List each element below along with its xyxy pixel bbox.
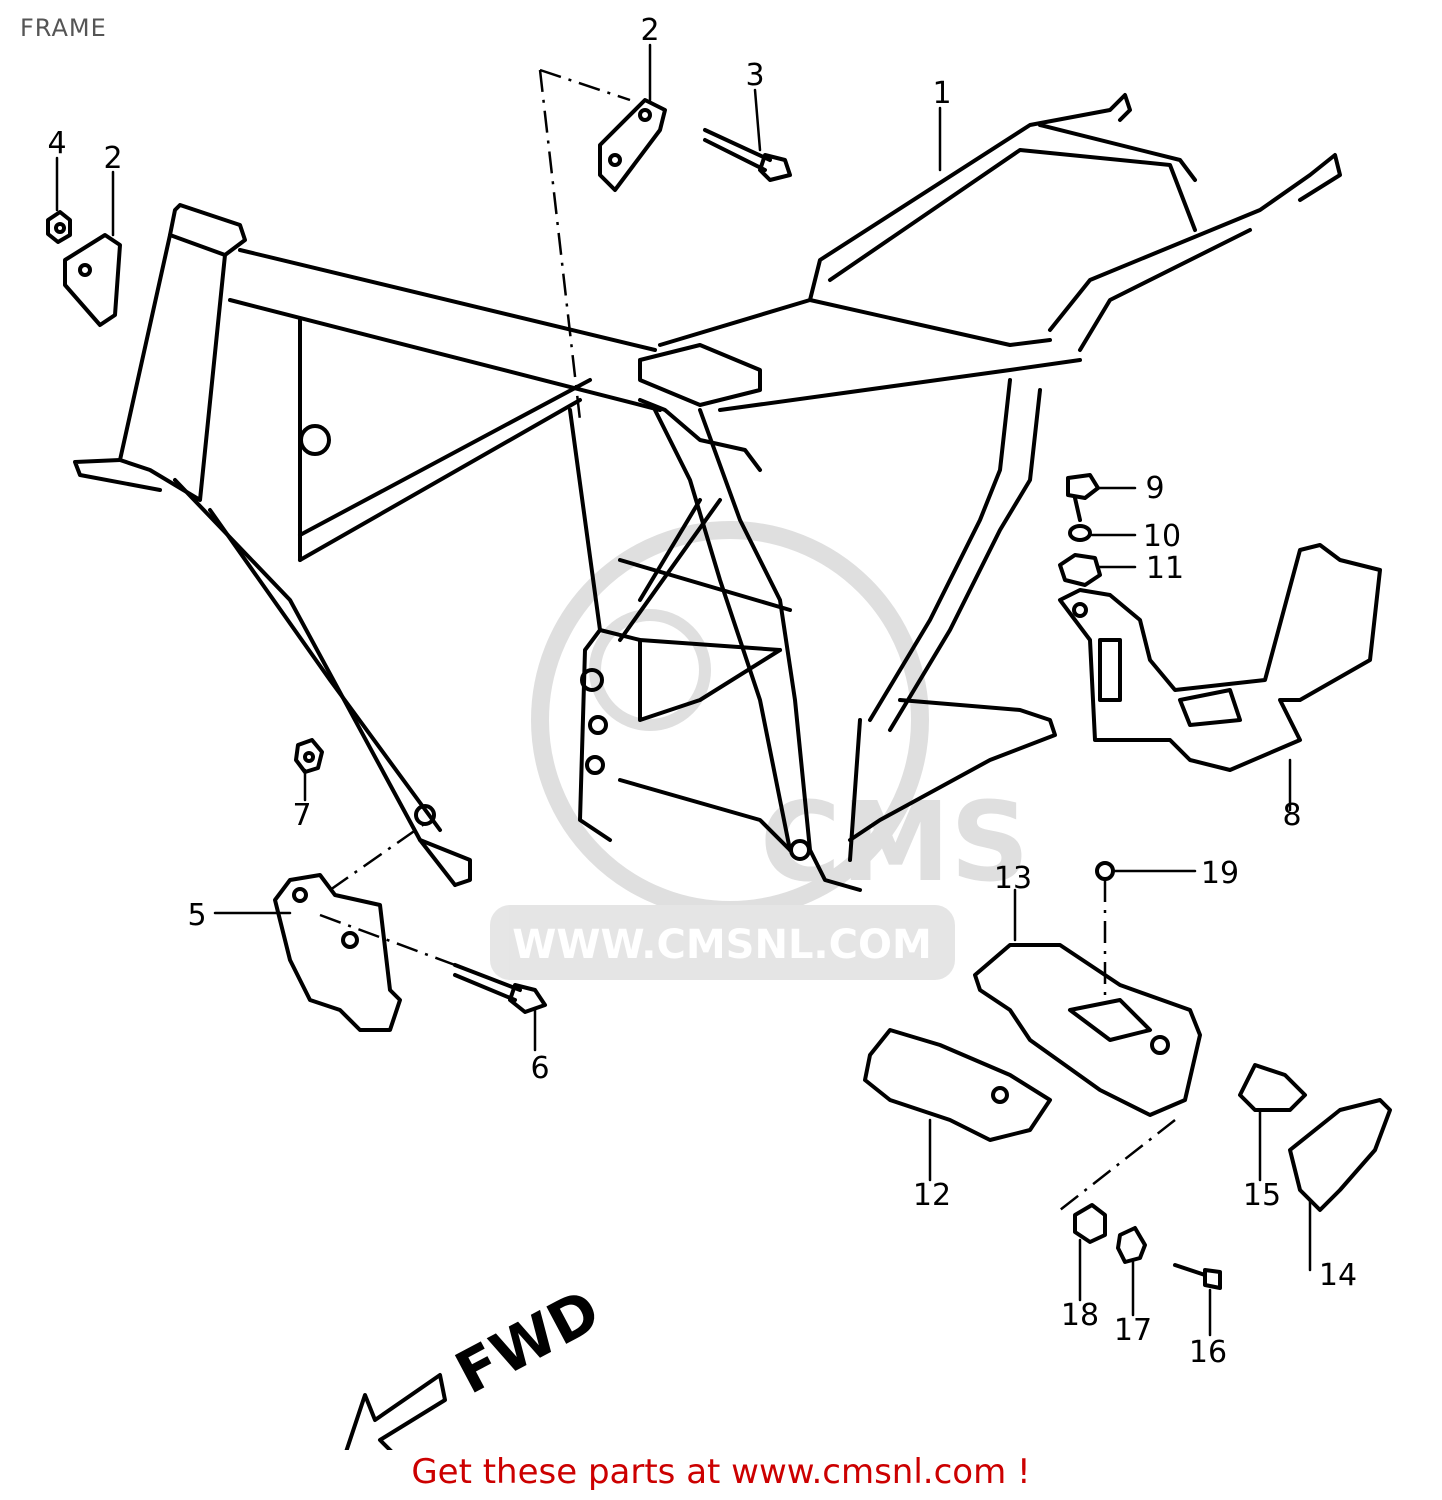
bolt-9 xyxy=(1066,473,1100,522)
nut-4 xyxy=(46,210,72,244)
callout-7: 7 xyxy=(292,798,311,833)
engine-mount-plate-front xyxy=(63,233,122,327)
nut-7 xyxy=(294,738,324,774)
engine-mount-plate-upper xyxy=(598,98,667,192)
callout-11: 11 xyxy=(1146,551,1184,586)
callout-17: 17 xyxy=(1114,1313,1152,1348)
frame-exploded-diagram: CMS WWW.CMSNL.COM xyxy=(46,13,1392,1450)
callout-10: 10 xyxy=(1143,519,1181,554)
engine-mount-plate-lower xyxy=(273,873,402,1032)
battery-bracket-8 xyxy=(1058,543,1382,772)
cap-15 xyxy=(1238,1063,1307,1112)
callout-6: 6 xyxy=(530,1051,549,1086)
callout-9: 9 xyxy=(1145,471,1164,506)
footer-parts-link[interactable]: Get these parts at www.cmsnl.com ! xyxy=(411,1452,1031,1492)
cover-13 xyxy=(973,943,1202,1117)
callout-5: 5 xyxy=(187,898,206,933)
grommet-11 xyxy=(1058,553,1102,587)
callout-14: 14 xyxy=(1319,1258,1357,1293)
main-frame xyxy=(73,93,1342,892)
callout-2-upper: 2 xyxy=(640,13,659,48)
watermark: CMS WWW.CMSNL.COM xyxy=(490,521,1029,980)
forward-direction-arrow: FWD xyxy=(344,1276,611,1450)
callout-13: 13 xyxy=(994,861,1032,896)
bracket-14 xyxy=(1288,1098,1392,1212)
diagram-title: FRAME xyxy=(20,14,107,42)
callout-1: 1 xyxy=(932,76,951,111)
bushing-18 xyxy=(1073,1203,1107,1244)
nut-19 xyxy=(1095,861,1115,881)
callout-12: 12 xyxy=(913,1178,951,1213)
callout-8: 8 xyxy=(1282,798,1301,833)
bolt-6 xyxy=(453,963,547,1014)
callout-4: 4 xyxy=(47,126,66,161)
callout-16: 16 xyxy=(1189,1335,1227,1370)
fwd-label: FWD xyxy=(445,1276,611,1407)
watermark-url: WWW.CMSNL.COM xyxy=(512,922,932,968)
screw-16 xyxy=(1173,1263,1222,1290)
callout-15: 15 xyxy=(1243,1178,1281,1213)
cover-12 xyxy=(863,1028,1052,1142)
callout-2-front: 2 xyxy=(103,141,122,176)
collar-17 xyxy=(1116,1226,1147,1264)
callout-3: 3 xyxy=(745,58,764,93)
bolt-3 xyxy=(703,128,792,182)
callout-18: 18 xyxy=(1061,1298,1099,1333)
washer-10 xyxy=(1068,524,1092,542)
callout-19: 19 xyxy=(1201,856,1239,891)
